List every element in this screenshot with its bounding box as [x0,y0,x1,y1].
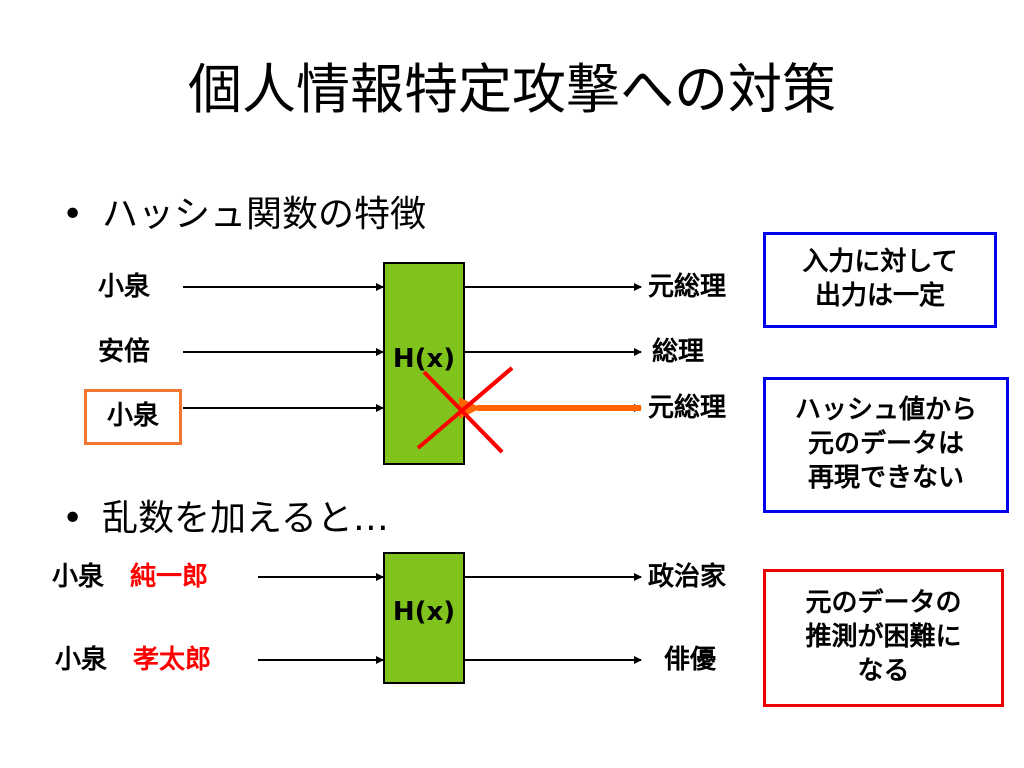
bullet-hash-features: • ハッシュ関数の特徴 [62,193,426,236]
note-line: 出力は一定 [814,281,945,311]
hash-function-box-2: H(x) [383,552,465,684]
output-label-5: 俳優 [664,645,717,675]
bullet-text: ハッシュ関数の特徴 [102,194,427,235]
note-line: 入力に対して [802,247,958,278]
input-label-1: 小泉 [98,272,151,302]
note-line: 元のデータの [805,588,962,619]
note-constant-output: 入力に対して 出力は一定 [763,232,997,328]
note-hard-to-guess: 元のデータの 推測が困難に なる [763,569,1004,707]
hash-function-box-1: H(x) [383,262,465,465]
hash-function-label: H(x) [392,597,456,627]
input-label-3: 小泉 [106,401,159,432]
hash-function-label: H(x) [392,343,456,374]
note-irreversible: ハッシュ値から 元のデータは 再現できない [763,377,1009,513]
surname-label: 小泉 [55,645,108,675]
note-line: 再現できない [807,462,964,493]
output-label-3: 元総理 [648,393,727,423]
input-row-1: 小泉純一郎 [52,562,208,593]
input-row-2: 小泉孝太郎 [55,645,211,676]
input-label-2: 安倍 [98,337,151,367]
bullet-add-random: • 乱数を加えると… [62,497,389,540]
output-label-2: 総理 [652,337,705,367]
output-label-1: 元総理 [648,272,727,302]
highlighted-input-box: 小泉 [84,389,182,445]
note-line: 元のデータは [807,429,964,460]
bullet-text: 乱数を加えると… [102,498,389,539]
bullet-marker: • [62,194,84,235]
note-line: なる [857,655,910,686]
bullet-marker: • [62,498,84,539]
slide-title: 個人情報特定攻撃への対策 [188,58,836,121]
surname-label: 小泉 [52,562,105,592]
random-label: 孝太郎 [133,645,212,675]
output-label-4: 政治家 [648,562,727,592]
random-label: 純一郎 [130,562,209,592]
note-line: ハッシュ値から [794,395,977,426]
note-line: 推測が困難に [805,622,962,653]
